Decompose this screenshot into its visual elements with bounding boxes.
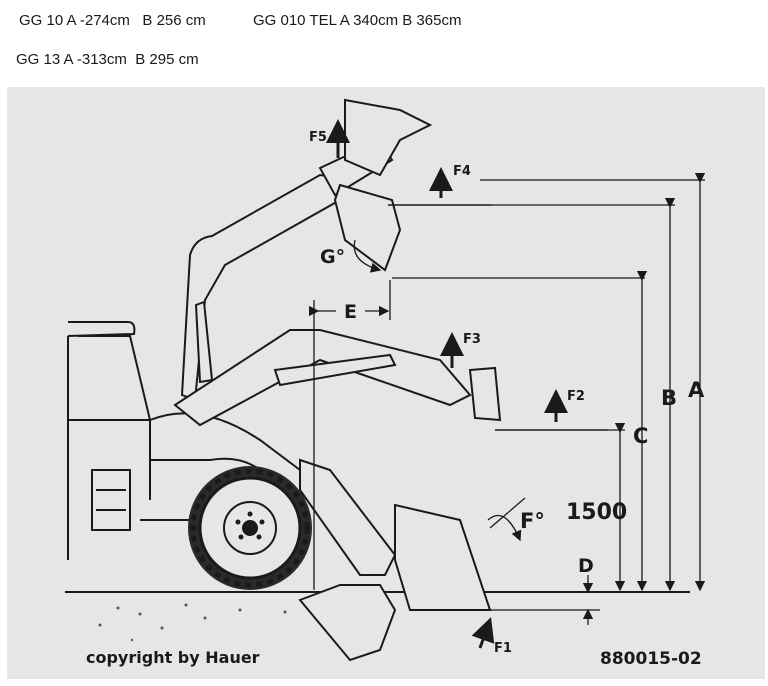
copyright-text: copyright by Hauer [86, 648, 260, 667]
dimension-lines [308, 172, 706, 625]
raised-loader-arm [180, 98, 433, 402]
spec-gg010-tel: GG 010 TEL A 340cm B 365cm [253, 12, 462, 29]
label-c: C [633, 424, 648, 448]
label-b: B [661, 386, 677, 410]
ground-pebbles [98, 603, 287, 642]
spec-gg10: GG 10 A -274cm B 256 cm [19, 12, 206, 29]
label-f3: F3 [463, 332, 481, 347]
label-1500: 1500 [566, 500, 627, 525]
spec-gg13: GG 13 A -313cm B 295 cm [16, 51, 199, 68]
label-d: D [578, 555, 594, 577]
label-f-angle: F° [520, 509, 545, 533]
label-g-angle: G° [320, 246, 345, 268]
label-f5: F5 [309, 130, 327, 145]
front-wheel [188, 466, 312, 590]
label-a: A [688, 378, 705, 402]
label-f4: F4 [453, 164, 471, 179]
drawing-code: 880015-02 [600, 649, 702, 669]
label-e: E [344, 301, 357, 323]
lower-loader-arm [298, 458, 492, 662]
label-f1: F1 [494, 641, 512, 656]
label-f2: F2 [567, 389, 585, 404]
force-arrows [326, 119, 568, 649]
mid-loader-arm [173, 329, 502, 427]
